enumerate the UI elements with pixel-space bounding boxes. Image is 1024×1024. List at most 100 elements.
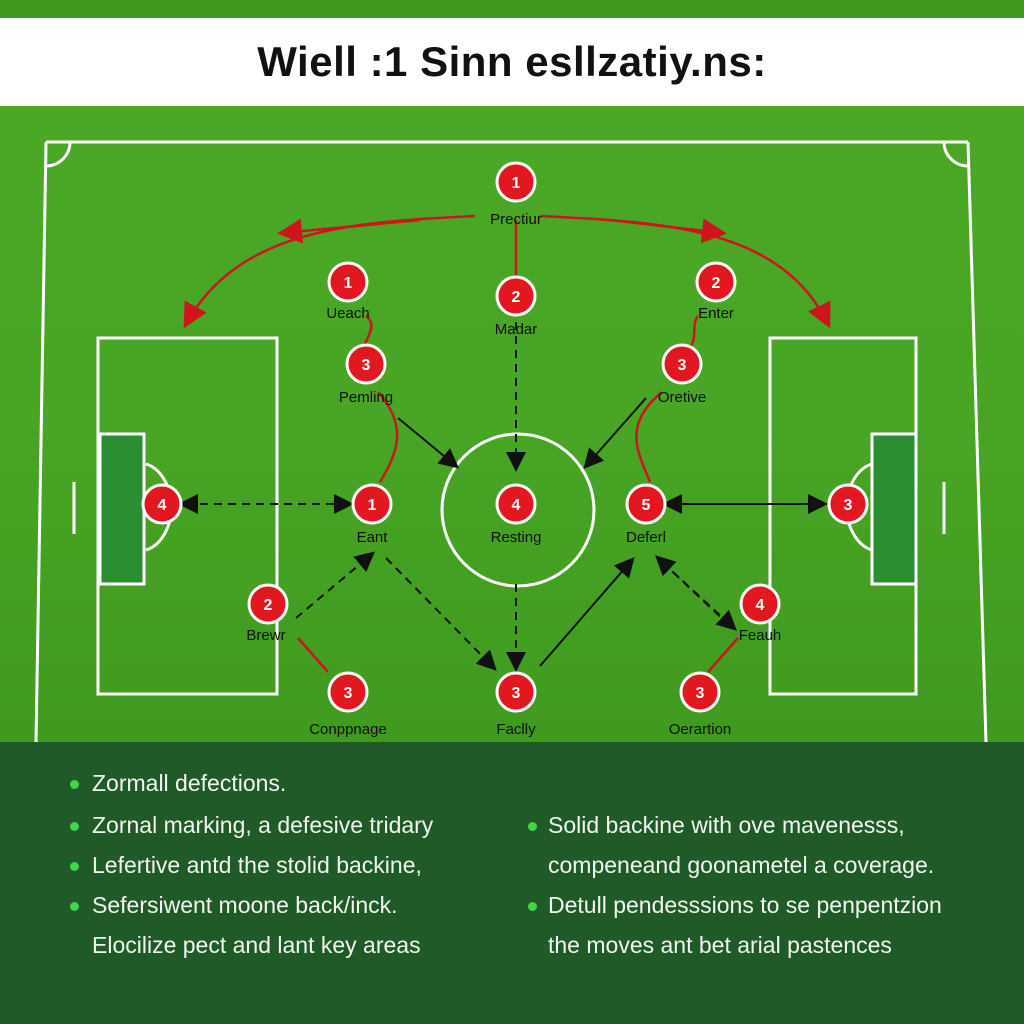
player-label: Ueach — [326, 305, 369, 322]
player-label: Brewr — [246, 627, 285, 644]
solid-left-to-center — [397, 417, 460, 469]
corner-arc-left — [45, 141, 72, 168]
goal-area-left — [98, 432, 146, 586]
dash-bl-up — [295, 551, 376, 619]
player-label: Oretive — [658, 389, 706, 406]
notes-panel: Zormall defections. Zornal marking, a def… — [0, 742, 1024, 1024]
player-label: Faclly — [496, 721, 536, 738]
page-title: Wiell :1 Sinn esllzatiy.ns: — [257, 38, 767, 85]
player-circle — [495, 161, 537, 203]
note-left-2: Zornal marking, a defesive tridary — [92, 812, 434, 838]
player-circle — [495, 671, 537, 713]
player-circle — [141, 483, 183, 525]
title-bar: Wiell :1 Sinn esllzatiy.ns: — [0, 18, 1024, 106]
player-circle — [625, 483, 667, 525]
red-runs — [183, 214, 831, 673]
bullet-dot — [528, 902, 537, 911]
note-right-2: compeneand goonametel a coverage. — [548, 852, 935, 878]
player-label: Oerartion — [669, 721, 732, 738]
player-number: 1 — [344, 275, 353, 292]
pitch-markings — [34, 140, 988, 742]
bullet-dot — [70, 902, 79, 911]
dash-br-down — [661, 561, 737, 631]
touchline-right — [966, 141, 988, 742]
player-number: 3 — [678, 357, 687, 374]
player-label: Pemling — [339, 389, 393, 406]
player-label: Feauh — [739, 627, 782, 644]
player-marker-left-gk: 4 — [141, 483, 183, 525]
note-right-4: the moves ant bet arial pastences — [548, 932, 892, 958]
red-arrow-top-left-head — [277, 218, 421, 244]
player-circle — [739, 583, 781, 625]
red-arrow-top-right-head — [609, 218, 727, 244]
dash-center-down-left — [385, 557, 497, 671]
player-label: Prectiur — [490, 211, 542, 228]
player-label: Eant — [357, 529, 389, 546]
bullet-dot — [70, 862, 79, 871]
red-link-left-lower — [377, 391, 399, 483]
penalty-box-left — [96, 336, 279, 696]
corner-arc-right — [942, 141, 969, 168]
player-number: 3 — [362, 357, 371, 374]
player-circle — [495, 483, 537, 525]
red-link-right-lower — [635, 391, 663, 483]
player-circle — [679, 671, 721, 713]
red-link-bottom-left — [297, 637, 329, 673]
player-circle — [495, 275, 537, 317]
movement-arrows — [178, 322, 828, 672]
player-label: Deferl — [626, 529, 666, 546]
red-run-top-left — [183, 214, 476, 329]
bullet-dot — [528, 822, 537, 831]
player-number: 3 — [844, 497, 853, 514]
player-circle — [695, 261, 737, 303]
note-left-1: Zormall defections. — [92, 770, 287, 796]
note-right-3: Detull pendesssions to se penpentzion — [548, 892, 942, 918]
player-number: 1 — [368, 497, 377, 514]
center-circle — [440, 432, 596, 588]
solid-center-up-right — [539, 556, 635, 667]
red-link-bottom-right — [707, 637, 739, 673]
players-layer: 1Prectiur1Ueach2Madar2Enter3Pemling3Oret… — [141, 161, 869, 738]
note-left-3: Lefertive antd the stolid backine, — [92, 852, 422, 878]
player-circle — [327, 671, 369, 713]
solid-right-to-center — [583, 397, 647, 469]
note-right-1: Solid backine with ove mavenesss, — [548, 812, 905, 838]
player-label: Madar — [495, 321, 538, 338]
bullet-dot — [70, 822, 79, 831]
player-number: 5 — [642, 497, 651, 514]
player-marker-right-gk: 3 — [827, 483, 869, 525]
touchline-left — [34, 141, 48, 742]
player-number: 3 — [512, 685, 521, 702]
player-number: 4 — [512, 497, 521, 514]
player-label: Resting — [491, 529, 542, 546]
player-number: 2 — [264, 597, 273, 614]
player-circle — [827, 483, 869, 525]
player-circle — [661, 343, 703, 385]
player-label: Conppnage — [309, 721, 387, 738]
player-number: 4 — [756, 597, 765, 614]
player-number: 2 — [512, 289, 521, 306]
bullet-dot — [70, 780, 79, 789]
note-left-4: Sefersiwent moone back/inck. — [92, 892, 398, 918]
player-circle — [351, 483, 393, 525]
player-number: 4 — [158, 497, 167, 514]
player-circle — [327, 261, 369, 303]
player-number: 3 — [344, 685, 353, 702]
red-run-top-right — [539, 214, 831, 329]
player-number: 2 — [712, 275, 721, 292]
player-number: 3 — [696, 685, 705, 702]
